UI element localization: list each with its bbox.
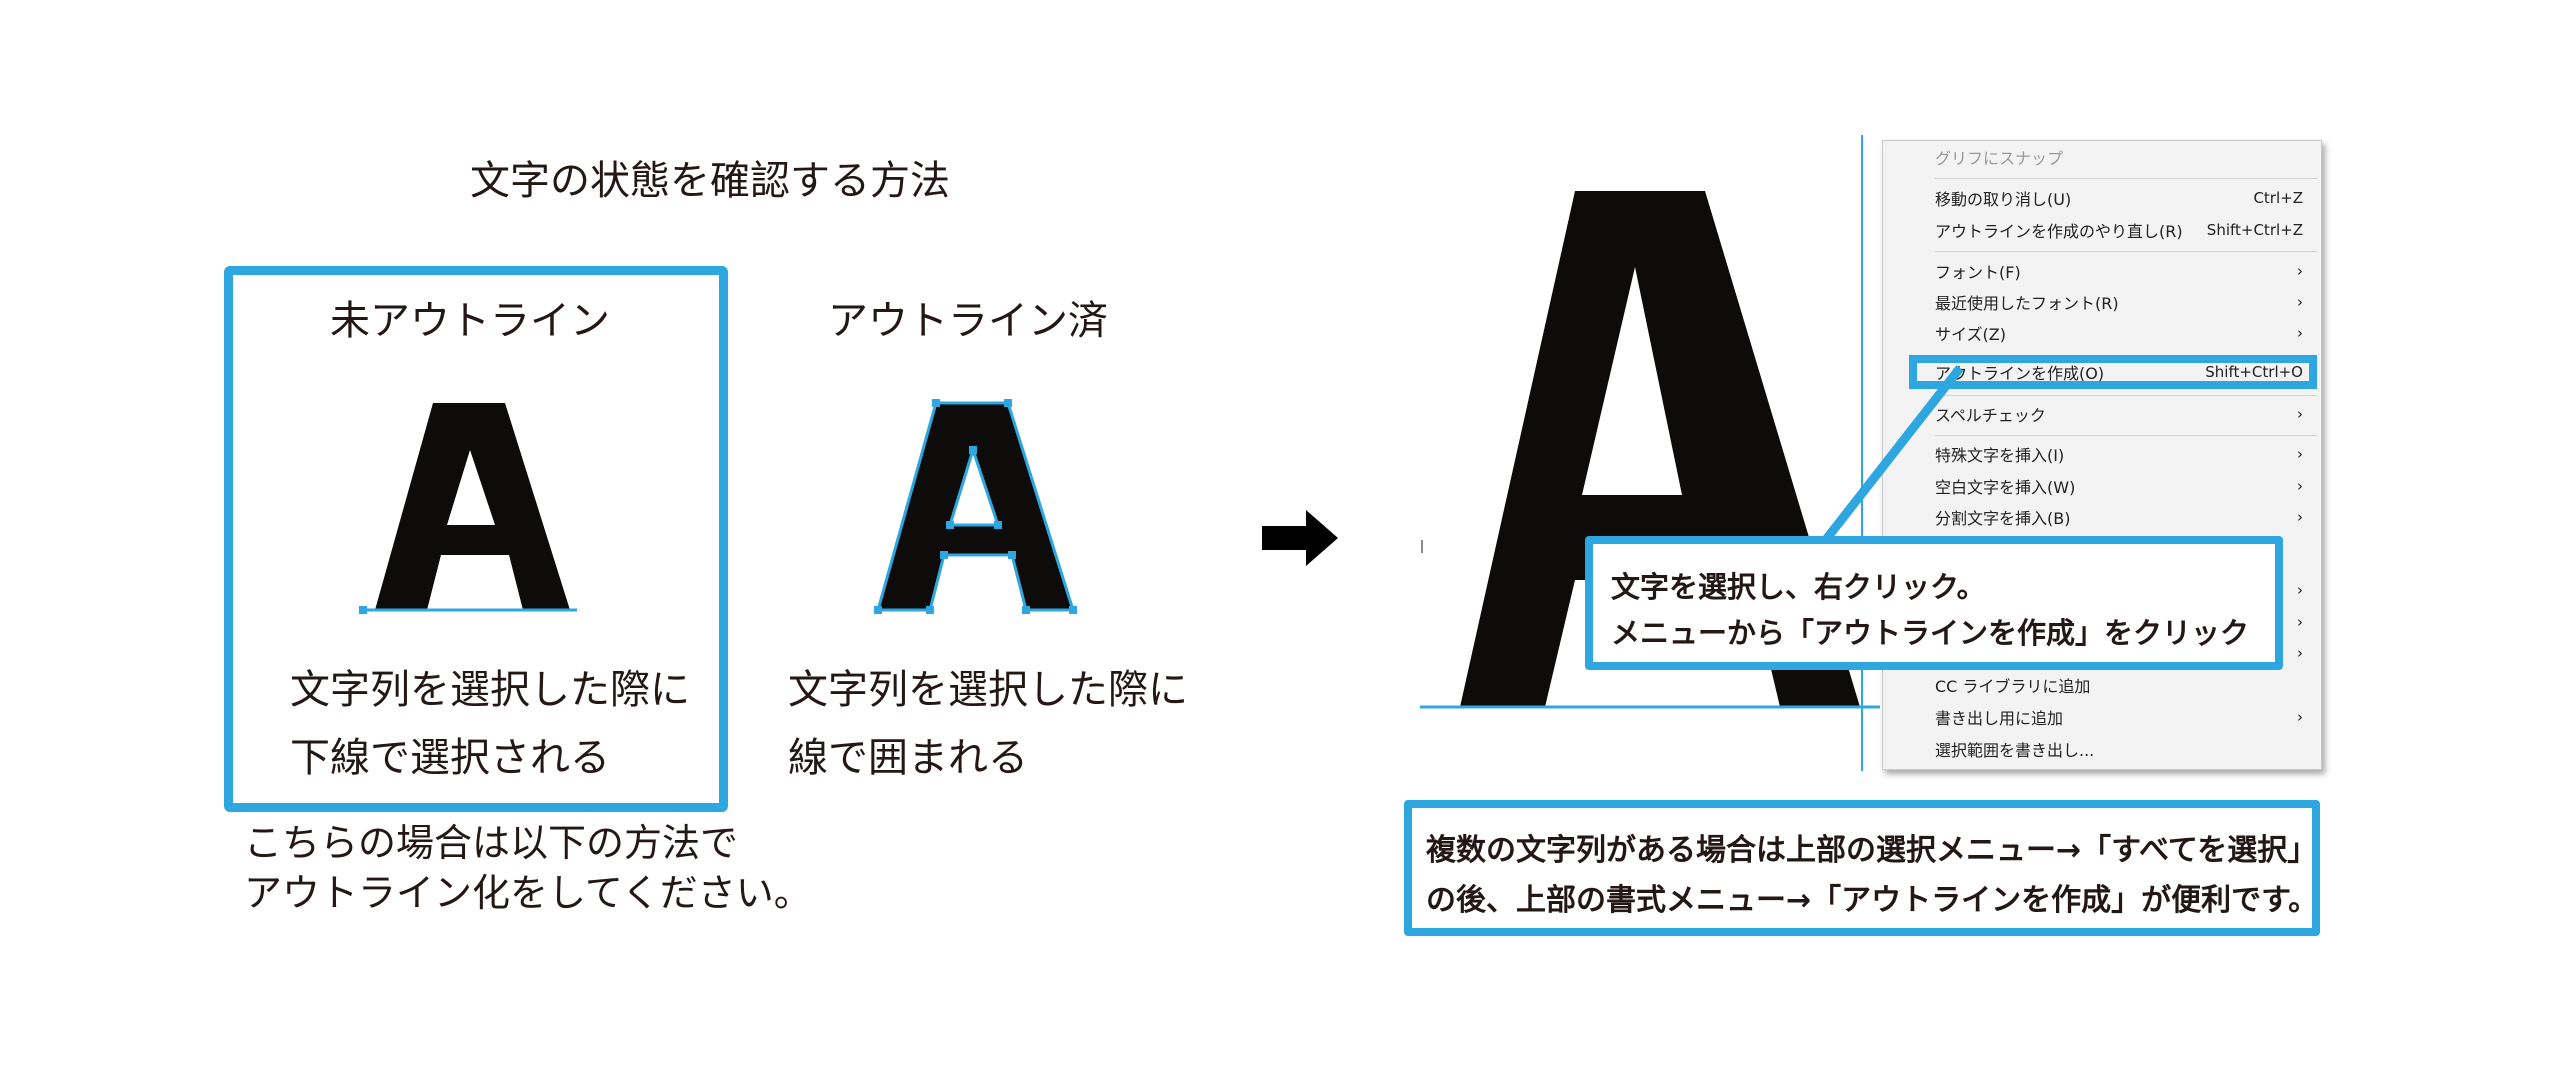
not-outlined-desc-line2: 下線で選択される xyxy=(290,735,610,781)
menu-item-hidden-1[interactable]: › xyxy=(2297,581,2303,599)
bottom-note-line2: の後、上部の書式メニュー→「アウトラインを作成」が便利です。 xyxy=(1426,883,2319,918)
callout-line2: メニューから「アウトラインを作成」をクリック xyxy=(1611,616,2250,650)
callout-box: 文字を選択し、右クリック。 メニューから「アウトラインを作成」をクリック xyxy=(1585,536,2283,670)
outlined-desc-line2: 線で囲まれる xyxy=(788,735,1028,781)
instruction-note-line1: こちらの場合は以下の方法で xyxy=(244,821,739,865)
menu-item-redo[interactable]: アウトラインを作成のやり直し(R)Shift+Ctrl+Z xyxy=(1935,221,2303,241)
instruction-note: こちらの場合は以下の方法で アウトライン化をしてください。 xyxy=(244,818,812,918)
bottom-note-line1: 複数の文字列がある場合は上部の選択メニュー→「すべてを選択」 xyxy=(1426,833,2318,868)
menu-item-create-outlines[interactable]: アウトラインを作成(O)Shift+Ctrl+O xyxy=(1935,363,2303,383)
page-title: 文字の状態を確認する方法 xyxy=(470,158,950,204)
menu-item-insert-special-char[interactable]: 特殊文字を挿入(I)› xyxy=(1935,445,2303,465)
not-outlined-letter-a xyxy=(359,403,577,614)
menu-separator xyxy=(1935,435,2317,436)
callout-connector xyxy=(1820,365,1964,545)
outlined-desc-line1: 文字列を選択した際に xyxy=(788,667,1188,713)
instruction-note-line2: アウトライン化をしてください。 xyxy=(244,871,812,915)
menu-separator xyxy=(1935,251,2317,252)
outlined-desc: 文字列を選択した際に 線で囲まれる xyxy=(788,656,1188,792)
not-outlined-desc-line1: 文字列を選択した際に xyxy=(290,667,690,713)
menu-item-hidden-3[interactable]: › xyxy=(2297,644,2303,662)
menu-separator xyxy=(1935,178,2317,179)
menu-item-font[interactable]: フォント(F)› xyxy=(1935,262,2303,282)
callout-line1: 文字を選択し、右クリック。 xyxy=(1611,570,1986,604)
menu-item-snap-to-glyph: グリフにスナップ xyxy=(1935,149,2064,168)
not-outlined-heading: 未アウトライン xyxy=(330,298,610,344)
not-outlined-box xyxy=(224,266,728,812)
not-outlined-desc: 文字列を選択した際に 下線で選択される xyxy=(290,656,690,792)
menu-item-add-to-export[interactable]: 書き出し用に追加› xyxy=(1935,708,2303,728)
menu-item-recent-fonts[interactable]: 最近使用したフォント(R)› xyxy=(1935,293,2303,313)
menu-item-hidden-2[interactable]: › xyxy=(2297,613,2303,631)
menu-item-spell-check[interactable]: スペルチェック› xyxy=(1935,405,2303,425)
menu-item-insert-whitespace[interactable]: 空白文字を挿入(W)› xyxy=(1935,477,2303,497)
menu-item-export-selection[interactable]: 選択範囲を書き出し... xyxy=(1935,741,2095,760)
menu-item-size[interactable]: サイズ(Z)› xyxy=(1935,324,2303,344)
create-outlines-highlight xyxy=(1909,355,2317,389)
menu-item-insert-break[interactable]: 分割文字を挿入(B)› xyxy=(1935,508,2303,528)
outlined-heading: アウトライン済 xyxy=(828,298,1108,344)
menu-item-undo[interactable]: 移動の取り消し(U)Ctrl+Z xyxy=(1935,189,2303,209)
menu-item-add-to-cc-libraries[interactable]: CC ライブラリに追加 xyxy=(1935,677,2091,696)
bottom-note-box: 複数の文字列がある場合は上部の選択メニュー→「すべてを選択」 の後、上部の書式メ… xyxy=(1404,800,2320,936)
outlined-letter-a xyxy=(874,399,1077,614)
right-arrow-icon xyxy=(1262,510,1338,566)
menu-separator xyxy=(1935,395,2317,396)
